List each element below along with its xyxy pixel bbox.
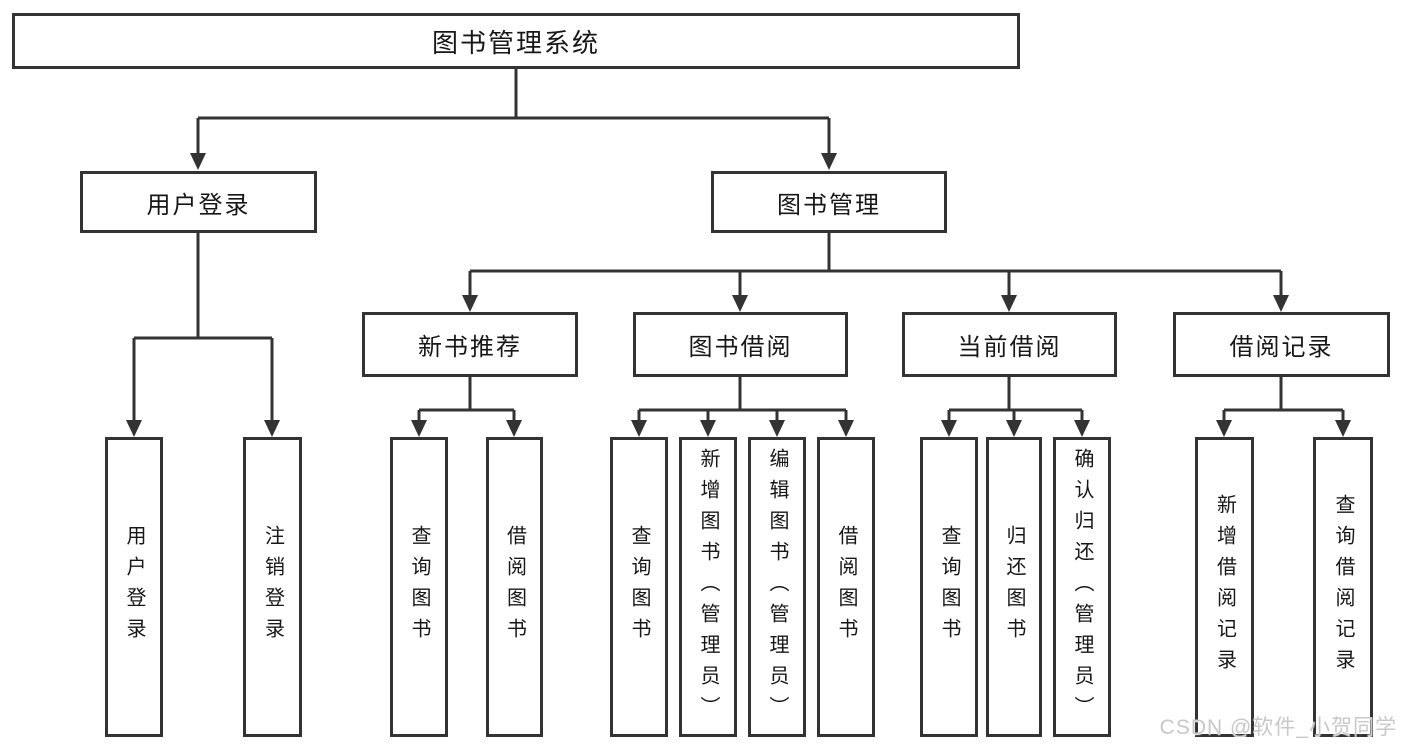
leaf-current-confirm-admin: 确认归还（管理员） [1053,437,1111,737]
leaf-record-query-label: 查询借阅记录 [1332,494,1354,680]
leaf-newbook-query-label: 查询图书 [408,525,430,649]
node-root-system: 图书管理系统 [12,13,1020,69]
leaf-newbook-borrow-label: 借阅图书 [503,525,526,649]
node-root-system-label: 图书管理系统 [431,27,600,58]
arrowheads [126,153,1351,437]
node-current-borrow-label: 当前借阅 [957,334,1062,361]
node-new-book-recommend: 新书推荐 [362,312,578,377]
node-user-login-branch: 用户登录 [80,171,317,233]
leaf-borrow-add-admin-label: 新增图书（管理员） [697,447,719,727]
node-book-borrow-label: 图书借阅 [688,334,793,361]
leaf-borrow-borrow-label: 借阅图书 [835,525,857,649]
node-borrow-record-label: 借阅记录 [1229,334,1334,361]
leaf-record-add: 新增借阅记录 [1195,437,1254,737]
leaf-logout: 注销登录 [243,437,302,737]
node-user-login-branch-label: 用户登录 [146,191,251,219]
leaf-current-return: 归还图书 [986,437,1042,737]
node-new-book-recommend-label: 新书推荐 [418,334,522,361]
node-book-management: 图书管理 [711,171,947,233]
node-current-borrow: 当前借阅 [902,312,1117,377]
leaf-current-query-label: 查询图书 [938,525,960,649]
leaf-user-login-label: 用户登录 [123,525,145,649]
leaf-current-return-label: 归还图书 [1003,525,1025,649]
leaf-newbook-query: 查询图书 [390,437,448,737]
leaf-logout-label: 注销登录 [261,525,284,649]
leaf-current-confirm-admin-label: 确认归还（管理员） [1071,447,1093,727]
leaf-newbook-borrow: 借阅图书 [486,437,543,737]
leaf-borrow-edit-admin: 编辑图书（管理员） [748,437,806,737]
leaf-record-add-label: 新增借阅记录 [1213,494,1236,680]
leaf-record-query: 查询借阅记录 [1313,437,1373,737]
leaf-borrow-query: 查询图书 [610,437,668,737]
node-borrow-record: 借阅记录 [1173,312,1390,377]
leaf-borrow-edit-admin-label: 编辑图书（管理员） [766,447,788,727]
csdn-watermark: CSDN @软件_小贺同学 [1159,716,1397,739]
node-book-management-label: 图书管理 [777,191,881,219]
leaf-borrow-add-admin: 新增图书（管理员） [679,437,737,737]
leaf-current-query: 查询图书 [920,437,978,737]
leaf-borrow-query-label: 查询图书 [628,525,650,649]
node-book-borrow: 图书借阅 [633,312,848,377]
leaf-user-login: 用户登录 [105,437,163,737]
leaf-borrow-borrow: 借阅图书 [817,437,875,737]
